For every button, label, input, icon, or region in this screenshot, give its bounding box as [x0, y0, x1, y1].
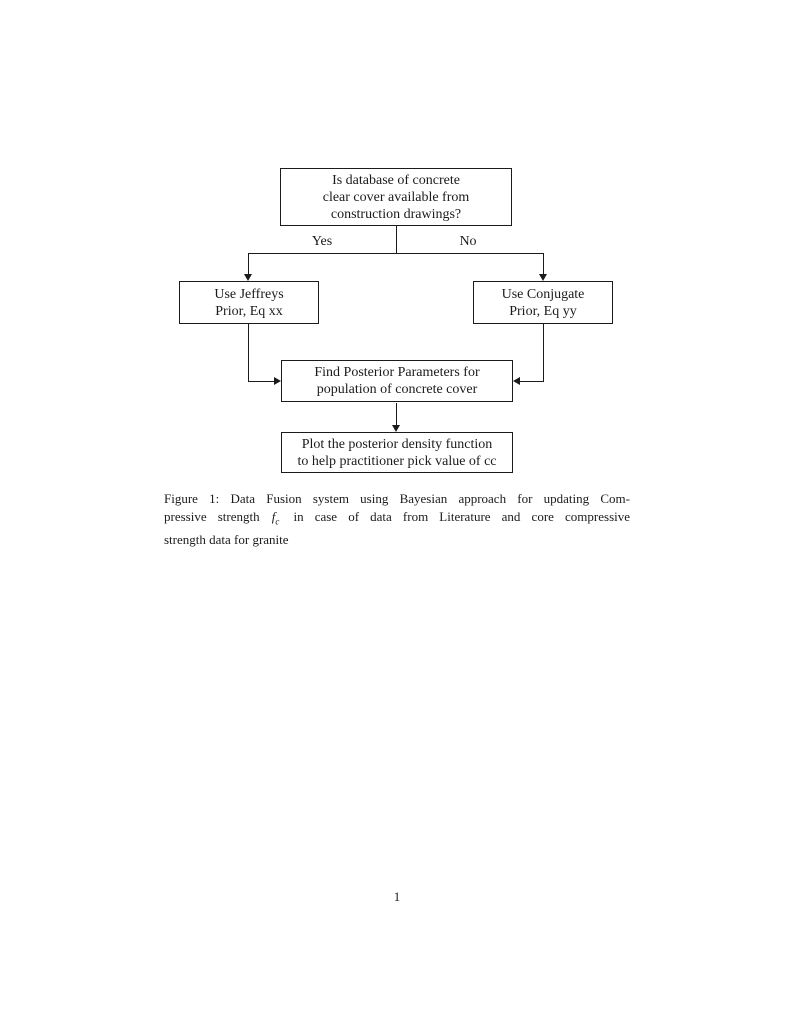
node-posterior-parameters-box: Find Posterior Parameters for population…: [281, 360, 513, 402]
connector-question-stem: [396, 226, 397, 253]
caption-line-2-after: in case of data from Literature and core…: [293, 508, 631, 524]
connector-conjugate-elbow-horizontal: [520, 381, 544, 382]
node-plot-density-box: Plot the posterior density function to h…: [281, 432, 513, 473]
connector-no-drop: [543, 254, 544, 275]
connector-yes-drop: [248, 254, 249, 275]
caption-line-1: Figure 1: Data Fusion system using Bayes…: [164, 491, 630, 506]
node-jeffreys-prior-box: Use Jeffreys Prior, Eq xx: [179, 281, 319, 324]
connector-conjugate-elbow-vertical: [543, 324, 544, 382]
connector-jeffreys-elbow-vertical: [248, 324, 249, 382]
caption-line-3: strength data for granite: [164, 531, 289, 547]
caption-line-2: pressive strength fc in case of data fro…: [164, 508, 630, 531]
arrowhead-right-posterior-icon: [274, 377, 281, 385]
branch-label-yes: Yes: [311, 234, 333, 249]
figure-caption: Figure 1: Data Fusion system using Bayes…: [164, 490, 630, 548]
page-number: 1: [393, 889, 401, 904]
connector-posterior-to-plot: [396, 403, 397, 426]
node-conjugate-prior-box: Use Conjugate Prior, Eq yy: [473, 281, 613, 324]
arrowhead-left-posterior-icon: [513, 377, 520, 385]
branch-label-no: No: [459, 234, 477, 249]
fc-math-symbol: fc: [271, 508, 280, 527]
arrowhead-down-jeffreys-icon: [244, 274, 252, 281]
connector-jeffreys-elbow-horizontal: [248, 381, 274, 382]
arrowhead-down-plot-icon: [392, 425, 400, 432]
caption-line-2-before: pressive strength: [164, 508, 260, 524]
node-question-box: Is database of concrete clear cover avai…: [280, 168, 512, 226]
arrowhead-down-conjugate-icon: [539, 274, 547, 281]
connector-branch-horizontal: [248, 253, 544, 254]
